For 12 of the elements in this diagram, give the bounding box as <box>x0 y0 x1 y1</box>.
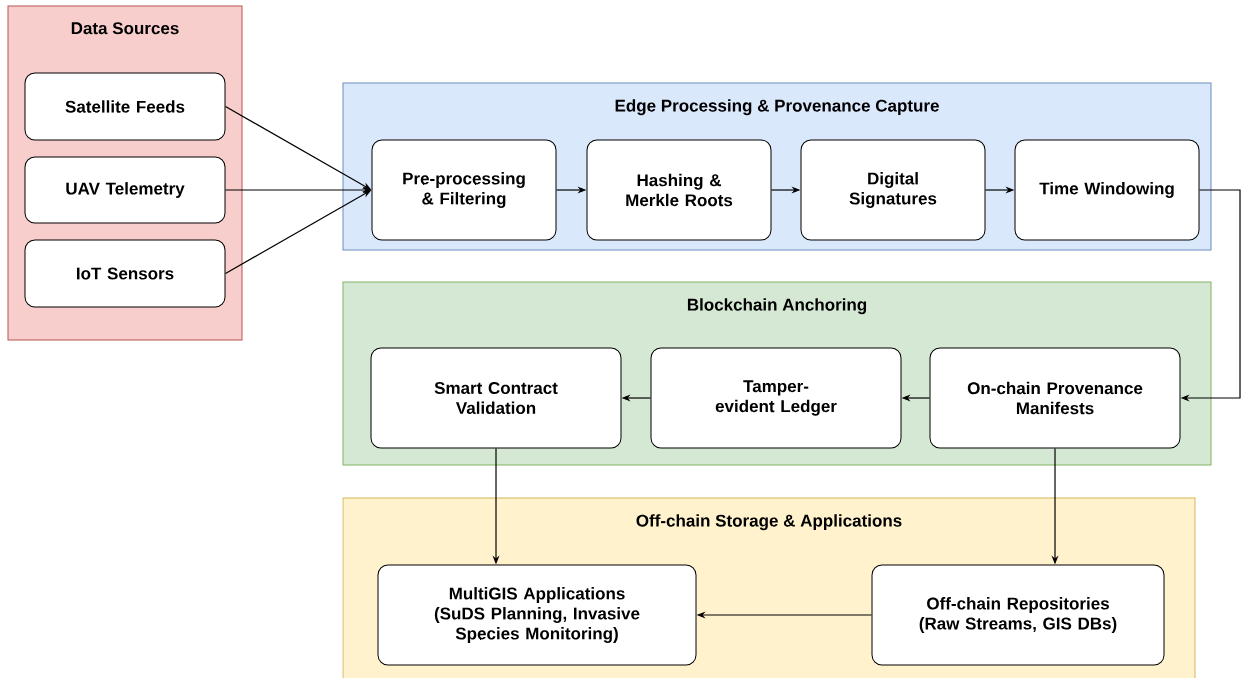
process-box: UAV Telemetry <box>24 156 226 224</box>
process-box: Hashing & Merkle Roots <box>586 139 772 241</box>
process-box: Satellite Feeds <box>24 72 226 141</box>
process-box: IoT Sensors <box>24 239 226 308</box>
process-box: Time Windowing <box>1014 139 1200 241</box>
process-box: Smart Contract Validation <box>370 347 622 449</box>
process-box: MultiGIS Applications (SuDS Planning, Invasive Species Monitoring) <box>377 564 697 666</box>
process-box: Off-chain Repositories (Raw Streams, GIS DBs) <box>871 564 1165 666</box>
process-box: On-chain Provenance Manifests <box>929 347 1181 449</box>
process-box: Tamper-evident Ledger <box>650 347 902 449</box>
process-box: Digital Signatures <box>800 139 986 241</box>
process-box: Pre-processing & Filtering <box>371 139 557 241</box>
